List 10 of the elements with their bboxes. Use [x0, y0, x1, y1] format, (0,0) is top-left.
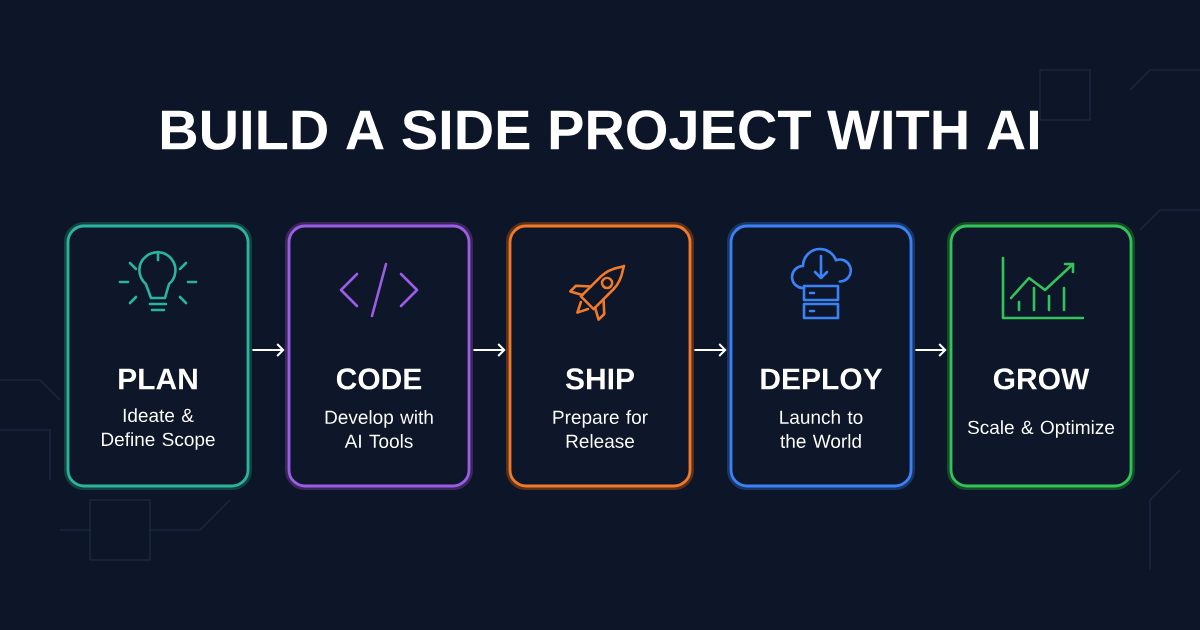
title: BUILD A SIDE PROJECT WITH AI: [161, 110, 1038, 150]
arrow: [472, 343, 506, 357]
arrow: [251, 343, 285, 357]
arrow: [693, 343, 727, 357]
step-box: DEPLOY Launch to the World: [727, 222, 915, 490]
step-box: GROW Scale & Optimize: [947, 222, 1135, 490]
step-box: CODE Develop with AI Tools: [285, 222, 473, 490]
step-box: SHIP Prepare for Release: [506, 222, 694, 490]
arrow: [914, 343, 947, 357]
step-box: PLAN Ideate & Define Scope: [64, 222, 252, 490]
